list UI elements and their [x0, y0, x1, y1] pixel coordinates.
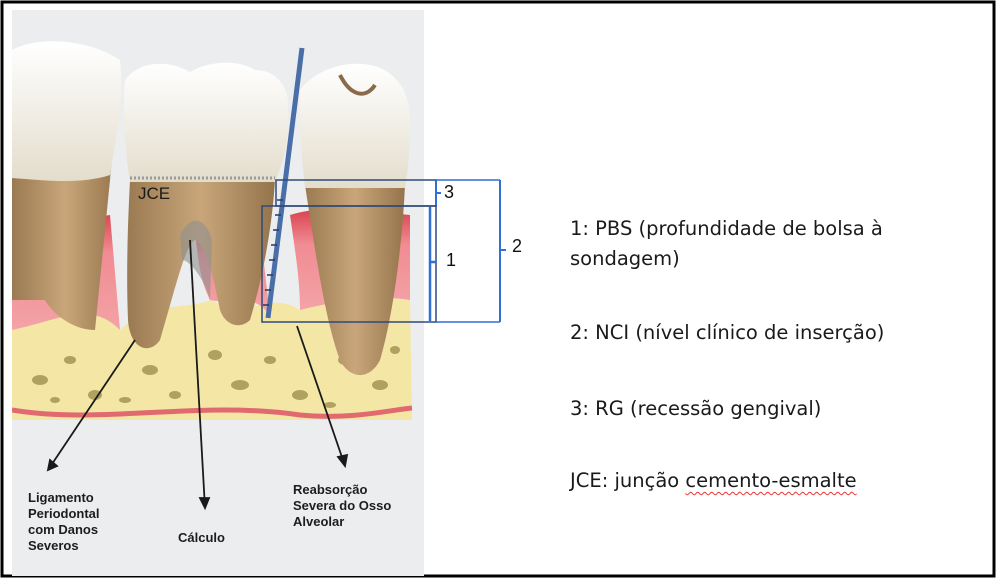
bracket-3	[436, 181, 441, 205]
legend-item-rg: 3: RG (recessão gengival)	[570, 394, 821, 424]
bracket-1	[430, 207, 436, 321]
measure-2-label: 2	[512, 236, 522, 257]
legend-item-pbs-line2: sondagem)	[570, 244, 680, 274]
legend-item-nci: 2: NCI (nível clínico de inserção)	[570, 318, 884, 348]
legend-jce-underlined: cemento-esmalte	[685, 469, 856, 492]
middle-tooth-crown	[124, 63, 289, 182]
measure-1-label: 1	[446, 250, 456, 271]
right-tooth-crown	[299, 64, 410, 188]
bracket-2	[500, 180, 506, 322]
callout-reabsorcao: Reabsorção Severa do Osso Alveolar	[293, 482, 391, 530]
legend-jce-prefix: JCE: junção	[570, 469, 685, 492]
callout-ligamento: Ligamento Periodontal com Danos Severos	[28, 490, 100, 554]
measure-3-label: 3	[444, 182, 454, 203]
legend-item-jce: JCE: junção cemento-esmalte	[570, 466, 857, 496]
legend-item-pbs-line1: 1: PBS (profundidade de bolsa à	[570, 214, 883, 244]
callout-calculo: Cálculo	[178, 530, 225, 546]
jce-label: JCE	[138, 184, 170, 204]
